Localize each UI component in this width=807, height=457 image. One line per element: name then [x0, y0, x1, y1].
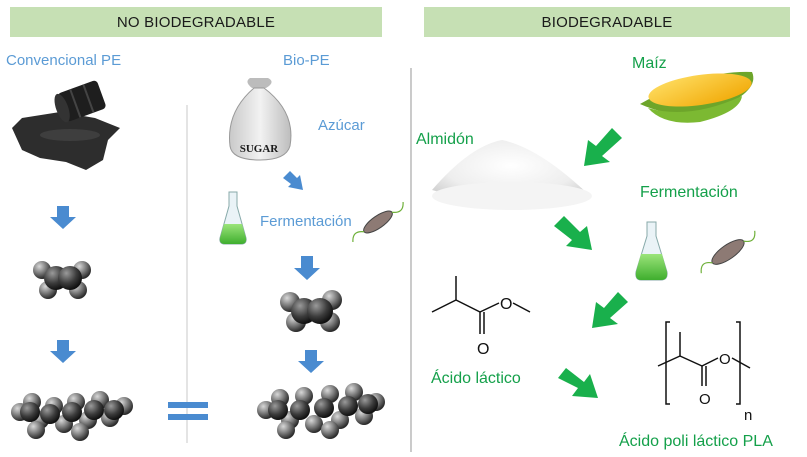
sugar-label: Azúcar	[318, 117, 365, 134]
polyethylene-chain-icon-right	[257, 383, 385, 439]
pla-subscript-n: n	[744, 407, 752, 424]
header-biodegradable: BIODEGRADABLE	[424, 7, 790, 37]
starch-pile-icon	[432, 140, 592, 210]
pla-carbonyl-oxygen: O	[699, 391, 711, 408]
oil-spill-map-icon	[12, 112, 120, 170]
flask-icon-left	[219, 191, 247, 245]
arrow-down-left-icon	[592, 292, 628, 328]
flask-icon-right	[635, 221, 668, 281]
lactic-carbonyl-oxygen: O	[477, 341, 489, 358]
equals-sign	[168, 402, 208, 420]
arrow-down-right-icon	[554, 216, 592, 250]
pla-structure	[657, 321, 751, 405]
corn-label: Maíz	[632, 55, 667, 72]
polyethylene-chain-icon-left	[11, 391, 133, 441]
bacterium-icon-left	[352, 201, 404, 243]
arrow-down-icon	[294, 256, 320, 280]
pla-label: Ácido poli láctico PLA	[619, 433, 773, 450]
arrow-down-left-icon	[584, 128, 622, 166]
oil-barrel-icon	[54, 80, 106, 123]
bio-pe-label: Bio-PE	[283, 52, 330, 69]
starch-label: Almidón	[416, 131, 474, 148]
sugar-bag-text: SUGAR	[240, 143, 280, 155]
ethylene-molecule-icon-right	[280, 290, 342, 332]
arrow-down-right-icon	[558, 368, 598, 398]
arrow-down-icon	[50, 206, 76, 229]
bacterium-icon-right	[700, 230, 756, 274]
header-non-biodegradable: NO BIODEGRADABLE	[10, 7, 382, 37]
pla-ester-oxygen: O	[719, 351, 731, 368]
lactic-acid-label: Ácido láctico	[431, 370, 521, 387]
lactic-acid-structure	[431, 276, 531, 334]
conventional-pe-label: Convencional PE	[6, 52, 122, 69]
fermentation-label-right: Fermentación	[640, 184, 738, 201]
arrow-down-right-icon	[283, 171, 303, 190]
fermentation-label-left: Fermentación	[260, 213, 352, 230]
lactic-ester-oxygen: O	[500, 296, 512, 313]
sugar-bag-icon: SUGAR	[229, 78, 292, 161]
corn-icon	[640, 71, 754, 123]
arrow-down-icon	[50, 340, 76, 363]
ethylene-molecule-icon-left	[33, 261, 91, 299]
arrow-down-icon	[298, 350, 324, 373]
